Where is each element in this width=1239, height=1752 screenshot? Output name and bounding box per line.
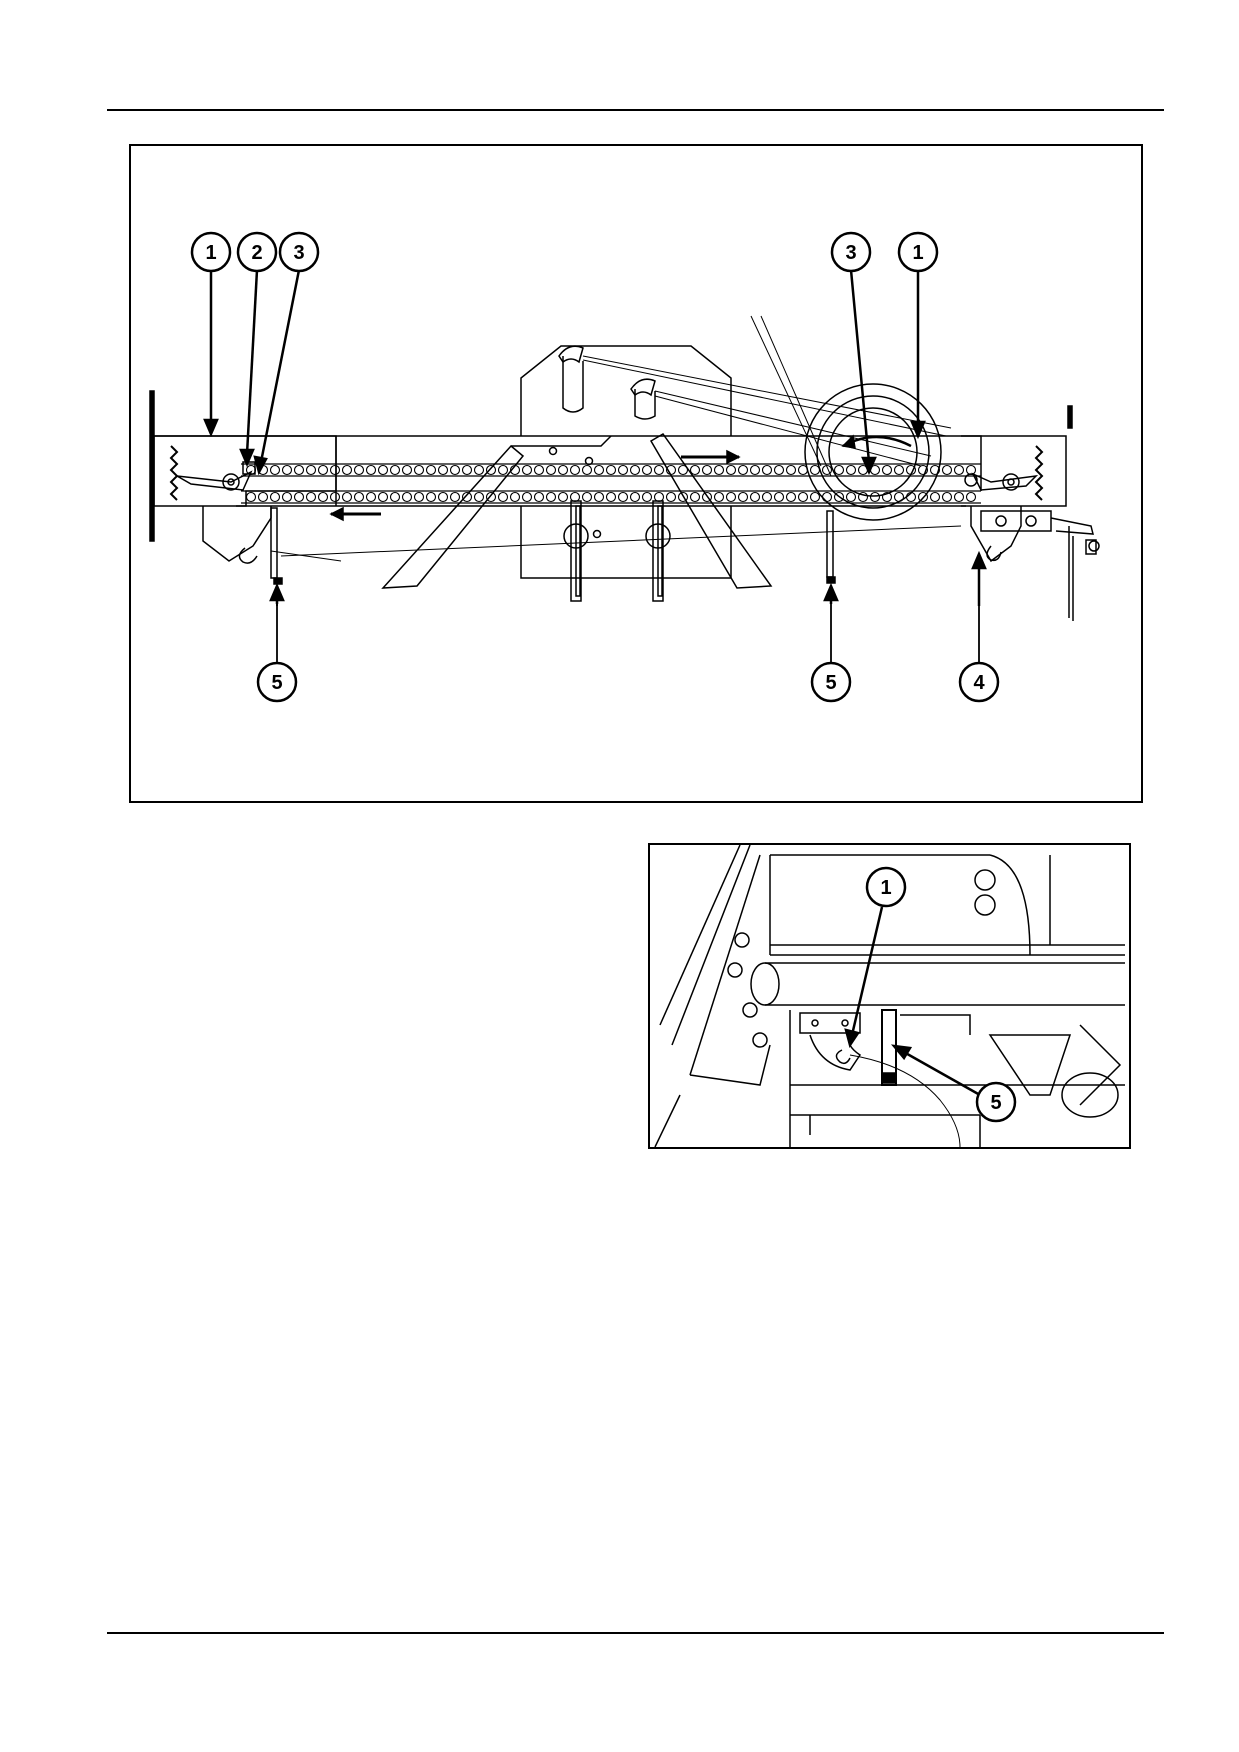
svg-text:4: 4 <box>973 672 985 694</box>
callout-3-left: 3 <box>278 231 320 273</box>
callout-5-detail: 5 <box>975 1081 1017 1123</box>
figure-top: 1 2 3 3 1 5 5 4 <box>129 144 1143 803</box>
svg-text:5: 5 <box>271 672 282 694</box>
callout-5-left: 5 <box>256 661 298 703</box>
header-rule <box>107 109 1164 111</box>
svg-text:2: 2 <box>251 242 262 264</box>
svg-text:5: 5 <box>990 1092 1001 1114</box>
svg-text:3: 3 <box>293 242 304 264</box>
svg-text:1: 1 <box>205 242 216 264</box>
callout-5-right: 5 <box>810 661 852 703</box>
svg-text:3: 3 <box>845 242 856 264</box>
installed-tensioner-illustration: 1 5 <box>654 845 1125 1147</box>
callout-1-right: 1 <box>897 231 939 273</box>
svg-text:5: 5 <box>825 672 836 694</box>
svg-text:1: 1 <box>880 877 891 899</box>
callout-2: 2 <box>236 231 278 273</box>
callout-1-left: 1 <box>190 231 232 273</box>
callout-3-right: 3 <box>830 231 872 273</box>
callout-1-detail: 1 <box>865 866 907 908</box>
figure-bottom: 1 5 <box>648 843 1131 1149</box>
svg-text:1: 1 <box>912 242 923 264</box>
conveyor-chain-diagram: 1 2 3 3 1 5 5 4 <box>149 231 1100 703</box>
footer-rule <box>107 1632 1164 1634</box>
callout-4: 4 <box>958 661 1000 703</box>
